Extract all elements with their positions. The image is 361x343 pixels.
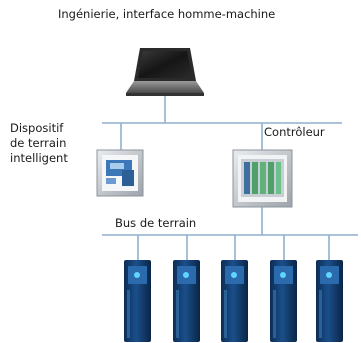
smart-device-label-line-2: de terrain bbox=[10, 136, 67, 150]
fieldbus-line bbox=[102, 207, 358, 260]
drive-icon bbox=[221, 260, 248, 342]
smart-device-label-line-3: intelligent bbox=[10, 151, 68, 165]
smart-device-label: Dispositif de terrain intelligent bbox=[10, 121, 68, 166]
hmi-label: Ingénierie, interface homme-machine bbox=[58, 7, 276, 21]
smart-device-label-line-1: Dispositif bbox=[10, 121, 64, 135]
drive-icon bbox=[124, 260, 151, 342]
drive-icon bbox=[270, 260, 297, 342]
smart-field-device-icon bbox=[96, 149, 144, 197]
hmi-network bbox=[102, 96, 342, 150]
drive-icon bbox=[173, 260, 200, 342]
fieldbus-label: Bus de terrain bbox=[115, 216, 197, 230]
controller-icon bbox=[232, 149, 293, 208]
controller-label: Contrôleur bbox=[264, 125, 325, 139]
drive-icon bbox=[316, 260, 343, 342]
laptop-icon bbox=[126, 48, 204, 96]
